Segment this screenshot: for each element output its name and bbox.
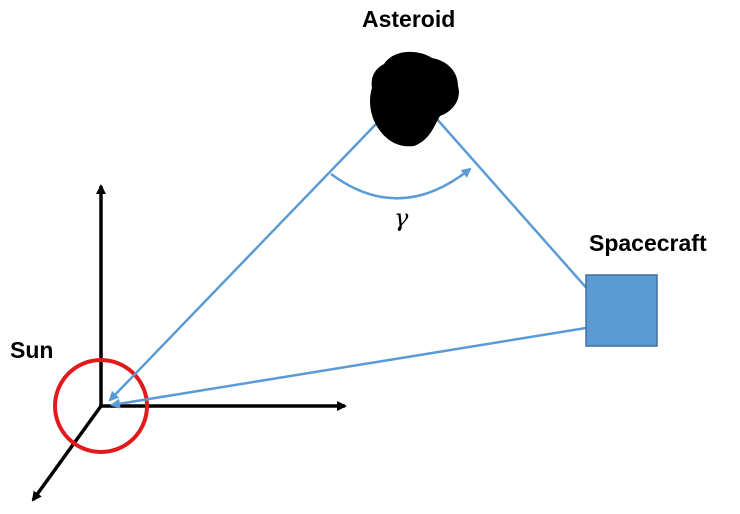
spacecraft-sun-line bbox=[110, 326, 587, 409]
sun-label: Sun bbox=[10, 337, 54, 363]
asteroid-shape bbox=[370, 51, 459, 147]
asteroid-label: Asteroid bbox=[362, 6, 456, 32]
z-axis bbox=[31, 404, 103, 502]
phase-angle-label: γ bbox=[394, 204, 409, 232]
coordinate-axes bbox=[31, 184, 347, 502]
asteroid-spacecraft-line bbox=[435, 117, 591, 293]
sun-circle bbox=[53, 358, 149, 454]
spacecraft-box bbox=[585, 274, 658, 347]
sight-lines bbox=[108, 117, 591, 409]
sun-asteroid-line bbox=[108, 121, 379, 402]
spacecraft-label: Spacecraft bbox=[589, 230, 707, 256]
phase-angle-arc bbox=[330, 167, 472, 200]
